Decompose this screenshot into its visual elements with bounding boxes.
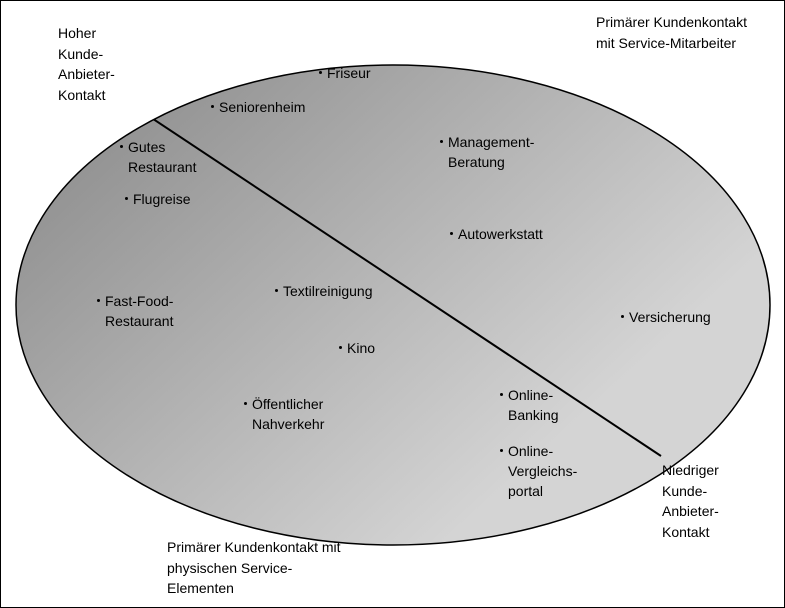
item-text: Restaurant [105, 313, 174, 329]
item-text: Gutes [128, 139, 166, 155]
item-fast-food-restaurant: Fast-Food- Restaurant [97, 291, 173, 331]
label-line: Anbieter- [662, 503, 719, 519]
item-kino: Kino [339, 338, 375, 358]
label-line: physischen Service- [167, 559, 293, 576]
item-versicherung: Versicherung [621, 307, 711, 327]
label-line: Kontakt [58, 86, 106, 103]
label-line: Kontakt [662, 523, 710, 540]
item-text: Beratung [448, 154, 505, 170]
item-online-vergleichsportal: Online- Vergleichs- portal [500, 441, 577, 501]
label-line: Hoher [58, 25, 97, 41]
item-text: Online- [508, 443, 554, 459]
item-text: Online- [508, 387, 554, 403]
item-friseur: Friseur [319, 63, 371, 83]
item-text: Versicherung [629, 309, 711, 325]
item-text: Friseur [327, 65, 371, 81]
item-text: Management- [448, 134, 535, 150]
item-management-beratung: Management- Beratung [440, 132, 534, 172]
item-text: Öffentlicher [252, 396, 324, 412]
item-text: portal [508, 483, 544, 499]
label-line: Primärer Kundenkontakt mit [167, 539, 341, 555]
label-line: Elementen [167, 580, 234, 596]
ellipse-body [15, 64, 771, 546]
label-line: Kunde- [58, 45, 104, 62]
label-line: Anbieter- [58, 66, 115, 82]
item-text: Restaurant [128, 159, 197, 175]
label-line: Primärer Kundenkontakt [596, 14, 747, 30]
item-text: Banking [508, 407, 559, 423]
label-hoher-kontakt: Hoher Kunde- Anbieter- Kontakt [58, 23, 115, 105]
item-text: Textilreinigung [283, 283, 373, 299]
label-service-mitarbeiter: Primärer Kundenkontakt mit Service-Mitar… [596, 12, 747, 54]
label-niedriger-kontakt: Niedriger Kunde- Anbieter- Kontakt [662, 460, 719, 542]
item-textilreinigung: Textilreinigung [275, 281, 373, 301]
item-text: Flugreise [133, 191, 191, 207]
item-seniorenheim: Seniorenheim [211, 97, 305, 117]
diagonal-divider [110, 90, 662, 457]
item-text: Nahverkehr [252, 416, 325, 432]
item-text: Fast-Food- [105, 293, 174, 309]
item-text: Vergleichs- [508, 463, 578, 479]
item-text: Autowerkstatt [458, 226, 543, 242]
label-line: mit Service-Mitarbeiter [596, 35, 737, 51]
item-autowerkstatt: Autowerkstatt [450, 224, 543, 244]
item-text: Seniorenheim [219, 99, 306, 115]
item-flugreise: Flugreise [125, 189, 191, 209]
item-text: Kino [347, 340, 376, 356]
label-line: Kunde- [662, 482, 708, 499]
item-gutes-restaurant: Gutes Restaurant [120, 137, 196, 177]
item-online-banking: Online- Banking [500, 385, 559, 425]
label-physische-elemente: Primärer Kundenkontakt mit physischen Se… [167, 537, 341, 599]
item-oeffentlicher-nahverkehr: Öffentlicher Nahverkehr [244, 394, 324, 434]
label-line: Niedriger [662, 462, 719, 478]
